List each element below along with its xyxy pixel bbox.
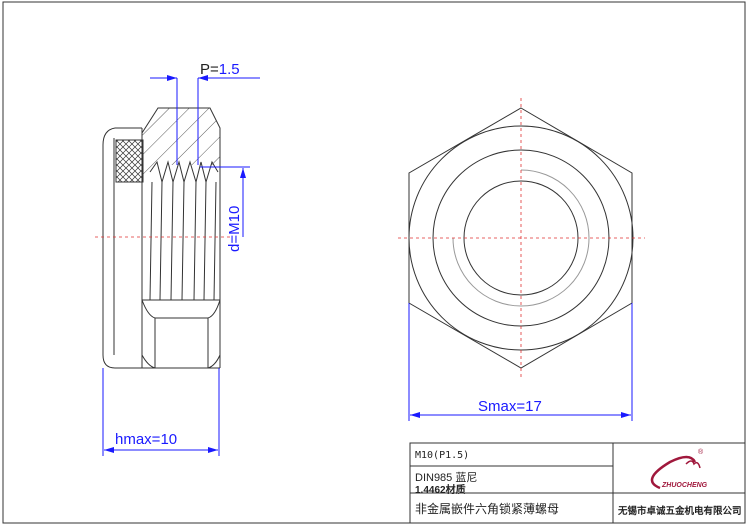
material-spec: 1.4462材质 xyxy=(415,485,466,496)
pitch-dimension: P=1.5 xyxy=(150,61,260,165)
width-label: Smax=17 xyxy=(478,398,542,415)
svg-text:®: ® xyxy=(698,448,704,456)
logo-text: ZHUOCHENG xyxy=(661,482,708,489)
height-dimension: hmax=10 xyxy=(102,368,220,456)
section-hatch xyxy=(142,108,220,175)
front-view xyxy=(398,98,645,378)
title-block: ZHUOCHENG ® xyxy=(409,442,746,524)
pitch-value: 1.5 xyxy=(219,61,240,78)
height-label: hmax=10 xyxy=(115,431,177,448)
width-dimension: Smax=17 xyxy=(408,303,633,421)
pitch-prefix: P= xyxy=(200,61,219,78)
part-description: 非金属嵌件六角锁紧薄螺母 xyxy=(415,502,560,516)
company-name: 无锡市卓诚五金机电有限公司 xyxy=(618,506,742,517)
standard-spec: DIN985 蓝尼 xyxy=(415,472,478,484)
nylon-insert xyxy=(115,139,144,183)
svg-text:P=1.5: P=1.5 xyxy=(200,61,240,78)
side-view xyxy=(95,107,232,369)
company-logo: ZHUOCHENG ® xyxy=(650,448,708,490)
size-spec: M10(P1.5) xyxy=(415,450,470,461)
diameter-label: d=M10 xyxy=(226,206,243,252)
diameter-dimension: d=M10 xyxy=(200,166,250,252)
thread-arc xyxy=(452,169,590,307)
